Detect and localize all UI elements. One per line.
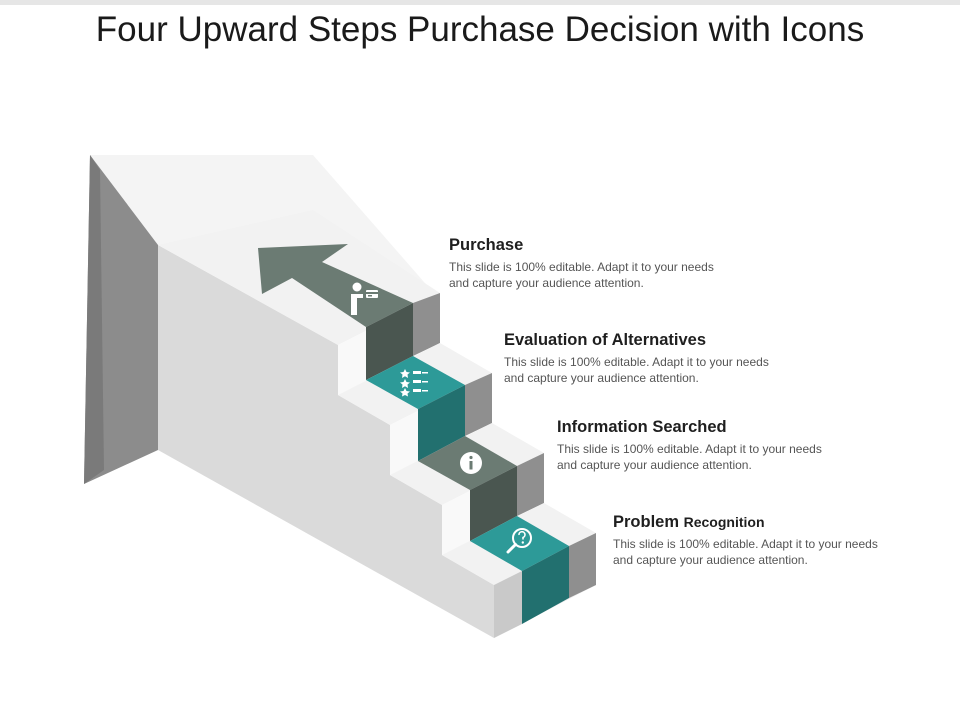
step-3-riser-end	[517, 453, 544, 516]
step-heading: Purchase	[449, 236, 524, 254]
step-problem-label: Problem Recognition This slide is 100% e…	[613, 512, 933, 568]
step-2-riser-end	[465, 373, 492, 436]
runner-step-4-riser	[522, 546, 569, 624]
checklist-icon	[400, 369, 428, 397]
runner-arrow-head	[258, 244, 413, 327]
step-1-riser-end	[413, 293, 440, 356]
info-icon	[460, 452, 482, 474]
slide-title: Four Upward Steps Purchase Decision with…	[95, 10, 865, 49]
step-description: This slide is 100% editable. Adapt it to…	[613, 537, 878, 567]
step-information-label: Information Searched This slide is 100% …	[557, 417, 877, 473]
step-description: This slide is 100% editable. Adapt it to…	[557, 442, 822, 472]
step-heading: Evaluation of Alternatives	[504, 331, 707, 349]
search-question-icon	[506, 528, 532, 554]
step-heading-suffix: Recognition	[683, 514, 765, 530]
step-4-riser-left	[494, 571, 522, 638]
step-heading: Information Searched	[557, 418, 727, 436]
top-bar	[0, 0, 960, 5]
arrow-left-edge	[84, 155, 104, 484]
step-4-riser-end	[569, 533, 596, 598]
runner-step-4-top	[470, 516, 569, 571]
runner-step-2-riser	[418, 385, 465, 461]
buyer-card-icon	[351, 282, 378, 315]
step-description: This slide is 100% editable. Adapt it to…	[504, 355, 769, 385]
step-evaluation-label: Evaluation of Alternatives This slide is…	[504, 330, 824, 386]
runner-step-1-riser	[366, 303, 413, 380]
step-heading: Problem Recognition	[613, 513, 765, 531]
step-purchase-label: Purchase This slide is 100% editable. Ad…	[449, 235, 769, 291]
staircase-front-face	[158, 245, 494, 638]
step-description: This slide is 100% editable. Adapt it to…	[449, 260, 714, 290]
